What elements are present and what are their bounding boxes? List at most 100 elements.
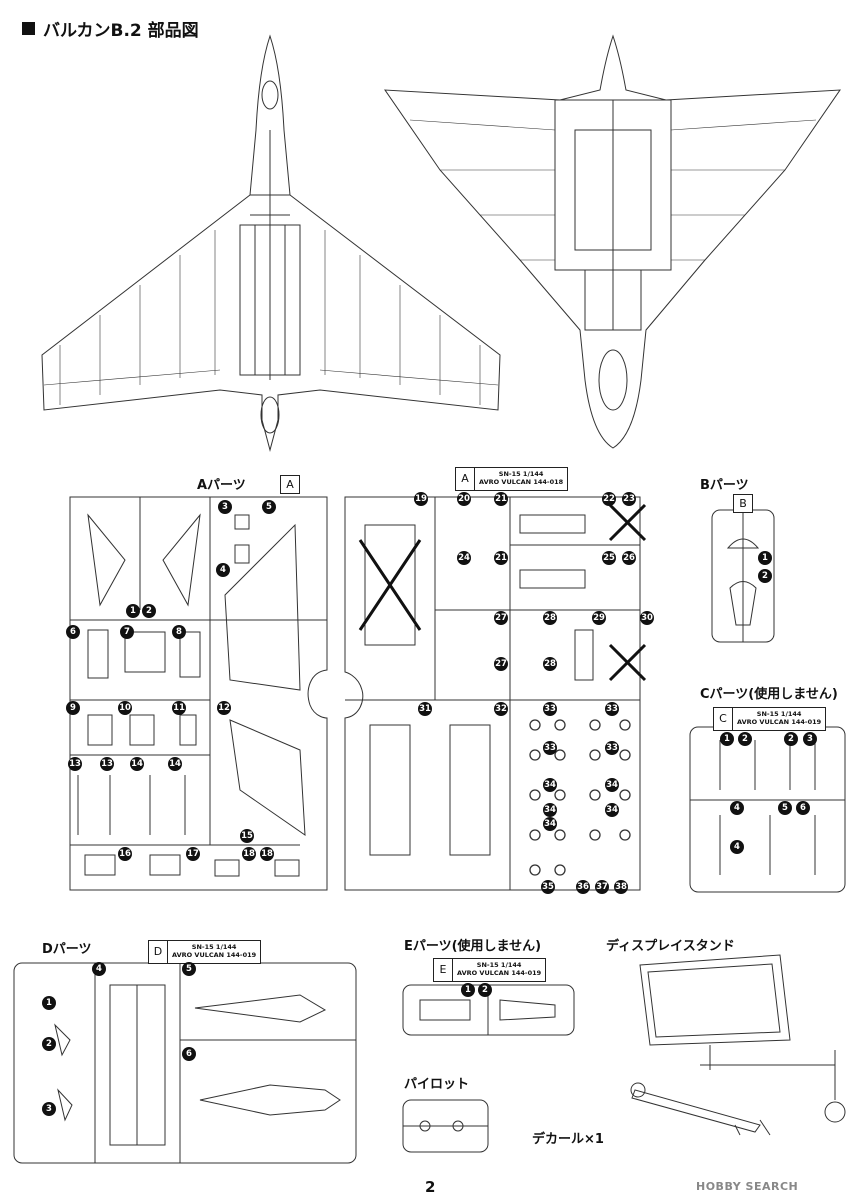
sprue-c-info-box: C SN-15 1/144 AVRO VULCAN 144-019 bbox=[713, 707, 827, 731]
sprue-e-info-text: SN-15 1/144 AVRO VULCAN 144-019 bbox=[453, 959, 545, 981]
part-number: 26 bbox=[622, 551, 636, 565]
part-number: 9 bbox=[66, 701, 80, 715]
part-number: 4 bbox=[216, 563, 230, 577]
part-number: 7 bbox=[120, 625, 134, 639]
pilot-label: パイロット bbox=[404, 1077, 470, 1092]
part-number: 5 bbox=[262, 500, 276, 514]
part-number: 32 bbox=[494, 702, 508, 716]
sprue-e-label: Eパーツ(使用しません) bbox=[404, 939, 542, 954]
part-number: 33 bbox=[543, 741, 557, 755]
part-number: 18 bbox=[242, 847, 256, 861]
part-number: 15 bbox=[240, 829, 254, 843]
sprue-d-label: Dパーツ bbox=[42, 942, 92, 957]
part-number: 29 bbox=[592, 611, 606, 625]
part-number: 13 bbox=[68, 757, 82, 771]
part-number: 30 bbox=[640, 611, 654, 625]
part-number: 34 bbox=[543, 803, 557, 817]
part-number: 5 bbox=[778, 801, 792, 815]
display-stand-label: ディスプレイスタンド bbox=[606, 939, 735, 954]
page-number: 2 bbox=[425, 1178, 436, 1196]
part-number: 11 bbox=[172, 701, 186, 715]
sprue-c-info-letter: C bbox=[714, 708, 733, 730]
sprue-e-info-box: E SN-15 1/144 AVRO VULCAN 144-019 bbox=[433, 958, 547, 982]
part-number: 1 bbox=[461, 983, 475, 997]
sprue-d-info-line2: AVRO VULCAN 144-019 bbox=[172, 951, 257, 959]
sprue-e-info-line2: AVRO VULCAN 144-019 bbox=[457, 969, 542, 977]
part-number: 3 bbox=[218, 500, 232, 514]
part-number: 2 bbox=[478, 983, 492, 997]
part-number: 3 bbox=[803, 732, 817, 746]
part-number: 1 bbox=[758, 551, 772, 565]
part-number: 4 bbox=[92, 962, 106, 976]
display-stand-drawing bbox=[630, 954, 846, 1136]
part-number: 1 bbox=[720, 732, 734, 746]
part-number: 14 bbox=[168, 757, 182, 771]
sprue-b-tag: B bbox=[733, 494, 753, 513]
sprue-c-label: Cパーツ(使用しません) bbox=[700, 687, 838, 702]
part-number: 33 bbox=[605, 702, 619, 716]
part-number: 2 bbox=[784, 732, 798, 746]
part-number: 6 bbox=[182, 1047, 196, 1061]
sprue-d-info-line1: SN-15 1/144 bbox=[191, 943, 237, 951]
sprue-a-label: Aパーツ bbox=[197, 478, 246, 493]
part-number: 16 bbox=[118, 847, 132, 861]
part-number: 23 bbox=[622, 492, 636, 506]
part-number: 18 bbox=[260, 847, 274, 861]
watermark: HOBBY SEARCH bbox=[696, 1180, 799, 1193]
sprue-d-frame bbox=[13, 962, 357, 1164]
part-number: 4 bbox=[730, 840, 744, 854]
part-number: 27 bbox=[494, 657, 508, 671]
part-number: 33 bbox=[605, 741, 619, 755]
decal-label: デカール×1 bbox=[532, 1132, 604, 1147]
part-number: 14 bbox=[130, 757, 144, 771]
part-number: 6 bbox=[796, 801, 810, 815]
part-number: 36 bbox=[576, 880, 590, 894]
part-number: 31 bbox=[418, 702, 432, 716]
sprue-d-info-letter: D bbox=[149, 941, 168, 963]
part-number: 3 bbox=[42, 1102, 56, 1116]
sprue-c-info-text: SN-15 1/144 AVRO VULCAN 144-019 bbox=[733, 708, 825, 730]
sprue-d-info-text: SN-15 1/144 AVRO VULCAN 144-019 bbox=[168, 941, 260, 963]
part-number: 1 bbox=[126, 604, 140, 618]
page-title-text: バルカンB.2 部品図 bbox=[43, 21, 199, 41]
sprue-a-info-line1: SN-15 1/144 bbox=[498, 470, 544, 478]
part-number: 28 bbox=[543, 657, 557, 671]
part-number: 6 bbox=[66, 625, 80, 639]
part-number: 37 bbox=[595, 880, 609, 894]
part-number: 35 bbox=[541, 880, 555, 894]
sprue-a-info-text: SN-15 1/144 AVRO VULCAN 144-018 bbox=[475, 468, 567, 490]
part-number: 17 bbox=[186, 847, 200, 861]
part-number: 28 bbox=[543, 611, 557, 625]
part-number: 38 bbox=[614, 880, 628, 894]
sprue-c-info-line2: AVRO VULCAN 144-019 bbox=[737, 718, 822, 726]
sprue-a-frame bbox=[69, 496, 328, 891]
sprue-a2-frame bbox=[344, 496, 641, 891]
part-number: 13 bbox=[100, 757, 114, 771]
part-number: 21 bbox=[494, 492, 508, 506]
part-number: 34 bbox=[543, 778, 557, 792]
part-number: 34 bbox=[543, 817, 557, 831]
sprue-c-info-line1: SN-15 1/144 bbox=[756, 710, 802, 718]
part-number: 5 bbox=[182, 962, 196, 976]
aircraft-top-view bbox=[41, 34, 501, 452]
sprue-a-info-letter: A bbox=[456, 468, 475, 490]
sprue-a-tag: A bbox=[280, 475, 300, 494]
part-number: 21 bbox=[494, 551, 508, 565]
part-number: 34 bbox=[605, 803, 619, 817]
sprue-c-frame bbox=[689, 726, 846, 893]
part-number: 34 bbox=[605, 778, 619, 792]
title-square-icon bbox=[22, 22, 35, 35]
part-number: 12 bbox=[217, 701, 231, 715]
part-number: 19 bbox=[414, 492, 428, 506]
part-number: 2 bbox=[142, 604, 156, 618]
part-number: 2 bbox=[758, 569, 772, 583]
aircraft-bottom-view bbox=[384, 34, 841, 449]
sprue-e-info-line1: SN-15 1/144 bbox=[476, 961, 522, 969]
part-number: 20 bbox=[457, 492, 471, 506]
part-number: 2 bbox=[42, 1037, 56, 1051]
part-number: 2 bbox=[738, 732, 752, 746]
part-number: 4 bbox=[730, 801, 744, 815]
part-number: 25 bbox=[602, 551, 616, 565]
part-number: 22 bbox=[602, 492, 616, 506]
page-title: バルカンB.2 部品図 bbox=[22, 16, 199, 41]
